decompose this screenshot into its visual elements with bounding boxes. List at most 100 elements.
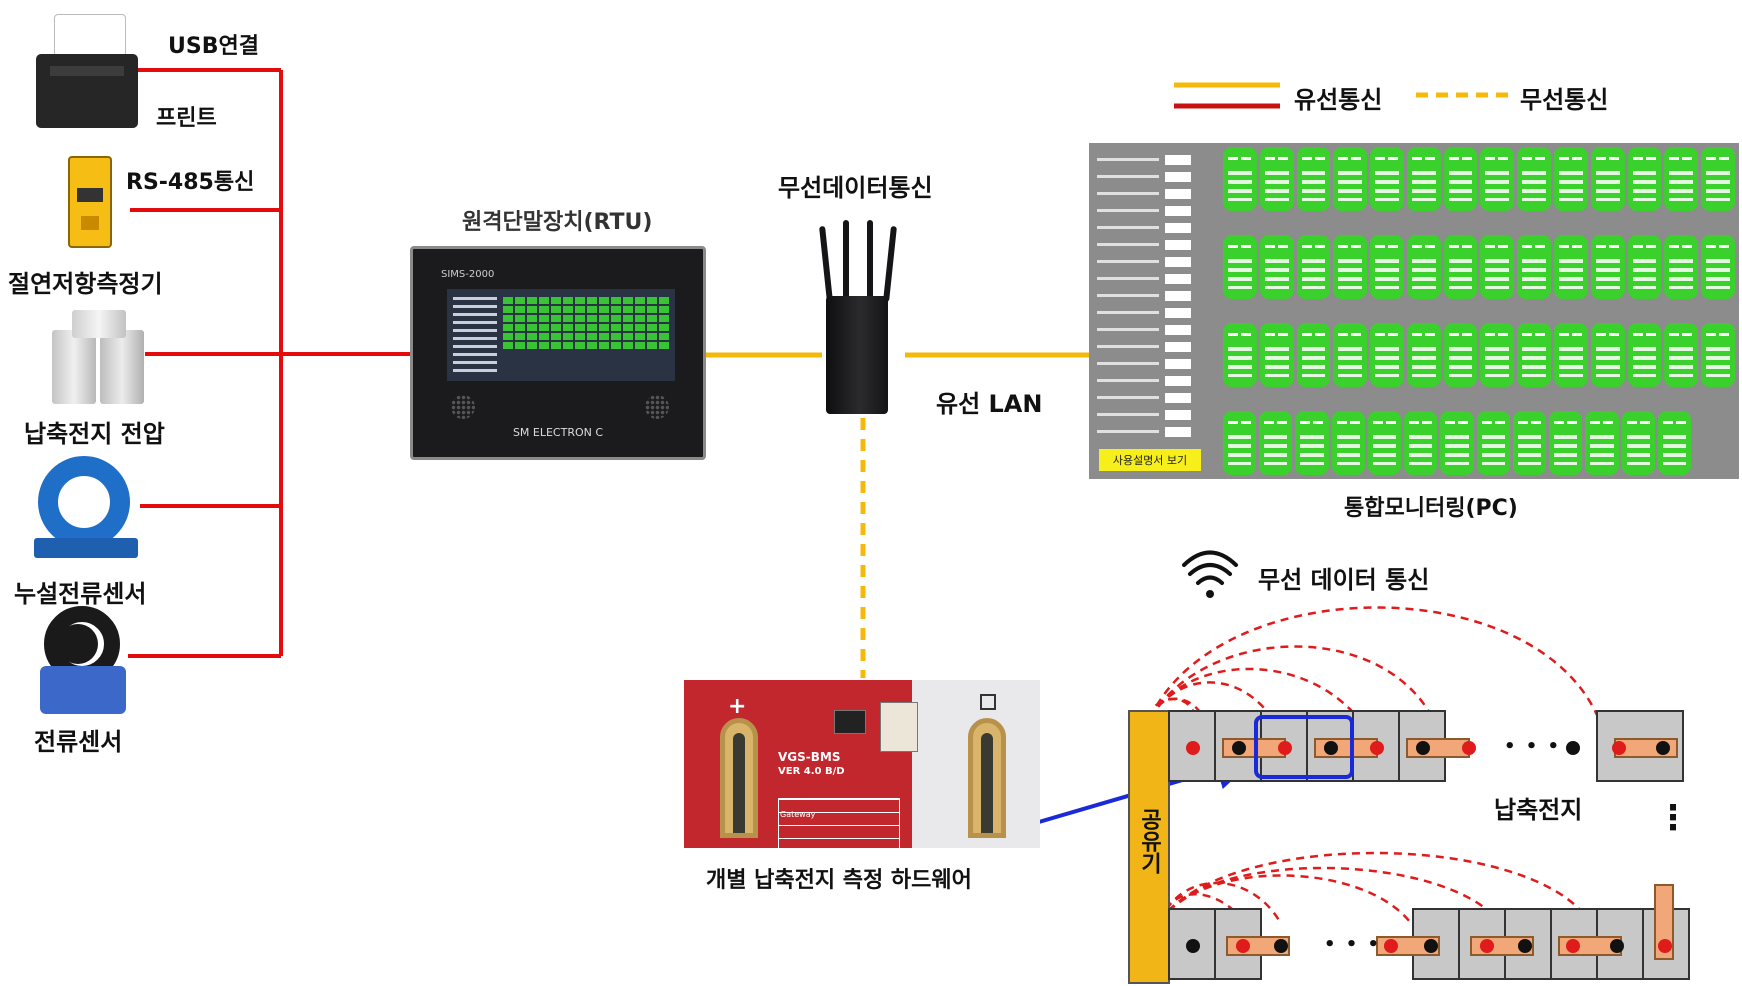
battery-status-cell <box>1370 323 1404 387</box>
current-sensor-label: 전류센서 <box>34 728 123 756</box>
terminal-dot <box>1186 741 1200 755</box>
legend-wired-label: 유선통신 <box>1294 86 1383 114</box>
battery-status-cell <box>1259 411 1293 475</box>
battery-status-cell <box>1664 235 1699 299</box>
terminal-dot <box>1518 939 1532 953</box>
terminal-dot <box>1274 939 1288 953</box>
battery-status-cell <box>1259 147 1294 211</box>
battery-status-cell <box>1333 147 1368 211</box>
battery-status-cell <box>1517 235 1552 299</box>
pcb-version: VER 4.0 B/D <box>778 766 845 777</box>
monitor-status-list <box>1097 151 1217 440</box>
battery-status-cell <box>1701 235 1735 299</box>
terminal-dot <box>1480 939 1494 953</box>
battery-status-cell <box>1259 323 1294 387</box>
speaker-icon <box>645 395 669 419</box>
battery-status-cell <box>1259 235 1294 299</box>
terminal-dot <box>1324 741 1338 755</box>
battery-status-cell <box>1512 411 1547 475</box>
rtu-device: SIMS-2000 SM ELECTRON C <box>410 246 706 460</box>
battery-status-cell <box>1331 411 1365 475</box>
battery-status-cell <box>1517 147 1552 211</box>
terminal-dot <box>1232 741 1246 755</box>
highlight-box <box>1254 715 1354 779</box>
terminal-dot <box>1610 939 1624 953</box>
battery-bank-icon <box>52 310 146 406</box>
monitor-cell-grid <box>1223 235 1735 299</box>
battery-status-cell <box>1295 411 1329 475</box>
monitor-cell-grid <box>1223 323 1735 387</box>
terminal-dot <box>1566 741 1580 755</box>
monitor-cell-grid <box>1223 411 1691 475</box>
terminal-dot <box>1186 939 1200 953</box>
terminal-dot <box>1424 939 1438 953</box>
terminal-dot <box>1278 741 1292 755</box>
terminal-dot <box>1236 939 1250 953</box>
battery-status-cell <box>1657 411 1691 475</box>
battery-label: 납축전지 <box>1494 796 1583 824</box>
wireless-top-label: 무선데이터통신 <box>778 174 933 202</box>
wireless-data-label: 무선 데이터 통신 <box>1258 566 1430 594</box>
battery-status-cell <box>1664 147 1699 211</box>
monitoring-panel: 사용설명서 보기 <box>1089 143 1739 479</box>
battery-status-cell <box>1296 147 1331 211</box>
battery-status-cell <box>1223 411 1257 475</box>
battery-status-cell <box>1406 235 1441 299</box>
ellipsis-top: • • • <box>1504 736 1562 757</box>
battery-status-cell <box>1370 147 1404 211</box>
battery-status-cell <box>1590 323 1625 387</box>
battery-voltage-label: 납축전지 전압 <box>24 420 165 448</box>
wired-bus <box>128 68 410 658</box>
battery-status-cell <box>1664 323 1699 387</box>
battery-status-cell <box>1627 323 1662 387</box>
rtu-model: SIMS-2000 <box>441 269 495 280</box>
battery-status-cell <box>1549 411 1583 475</box>
speaker-icon <box>451 395 475 419</box>
battery-status-cell <box>1406 323 1441 387</box>
insulation-meter-label: 절연저항측정기 <box>8 270 163 298</box>
battery-status-cell <box>1404 411 1438 475</box>
legend-wireless-label: 무선통신 <box>1520 86 1609 114</box>
hardware-label: 개별 납축전지 측정 하드웨어 <box>706 868 972 893</box>
bms-board: + VGS-BMS VER 4.0 B/D Gateway <box>684 680 1040 848</box>
battery-status-cell <box>1554 235 1588 299</box>
battery-status-cell <box>1590 235 1625 299</box>
battery-status-cell <box>1480 235 1515 299</box>
battery-status-cell <box>1440 411 1474 475</box>
manual-button[interactable]: 사용설명서 보기 <box>1099 449 1201 471</box>
battery-status-cell <box>1223 147 1257 211</box>
leak-sensor-icon <box>34 456 138 560</box>
battery-status-cell <box>1701 147 1735 211</box>
battery-status-cell <box>1223 235 1257 299</box>
printer-icon <box>36 14 138 128</box>
pcb-gateway: Gateway <box>780 810 816 819</box>
battery-status-cell <box>1367 411 1402 475</box>
terminal-dot <box>1566 939 1580 953</box>
battery-status-cell <box>1296 323 1331 387</box>
terminal-dot <box>1612 741 1626 755</box>
battery-status-cell <box>1554 147 1588 211</box>
rtu-brand: SM ELECTRON C <box>512 426 604 439</box>
battery-status-cell <box>1333 235 1368 299</box>
battery-status-cell <box>1296 235 1331 299</box>
terminal-dot <box>1462 741 1476 755</box>
pcb-name: VGS-BMS <box>778 750 841 764</box>
antenna-icon <box>843 220 849 300</box>
rtu-title: 원격단말장치(RTU) <box>462 210 653 235</box>
monitor-cell-grid <box>1223 147 1735 211</box>
battery-status-cell <box>1621 411 1655 475</box>
battery-status-cell <box>1223 323 1257 387</box>
terminal-dot <box>1370 741 1384 755</box>
router-bar-label: 공유기 <box>1136 808 1162 874</box>
wired-lan-label: 유선 LAN <box>936 390 1043 418</box>
battery-status-cell <box>1585 411 1619 475</box>
battery-status-cell <box>1406 147 1441 211</box>
insulation-meter-icon <box>68 156 112 248</box>
battery-status-cell <box>1627 235 1662 299</box>
usb-label: USB연결 <box>168 34 259 59</box>
ellipsis-bottom: • • • <box>1324 934 1382 955</box>
battery-status-cell <box>1554 323 1588 387</box>
battery-status-cell <box>1517 323 1552 387</box>
wifi-dot <box>1206 590 1214 598</box>
battery-status-cell <box>1443 323 1478 387</box>
